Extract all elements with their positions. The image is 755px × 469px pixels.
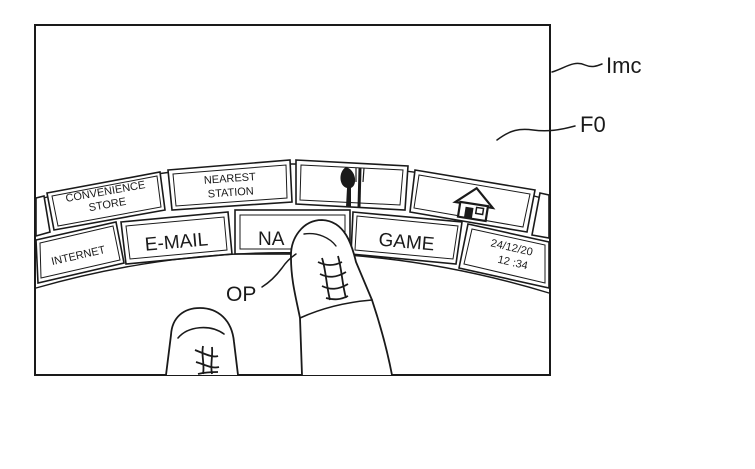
navi-label: NA xyxy=(258,229,285,250)
restaurant-button[interactable] xyxy=(296,160,408,210)
screen-ref-leader xyxy=(552,63,602,72)
operation-ref-label: OP xyxy=(226,283,256,306)
field-ref-label: F0 xyxy=(580,112,606,137)
screen-ref-label: Imc xyxy=(606,53,641,78)
email-button[interactable]: E-MAIL xyxy=(121,212,232,264)
